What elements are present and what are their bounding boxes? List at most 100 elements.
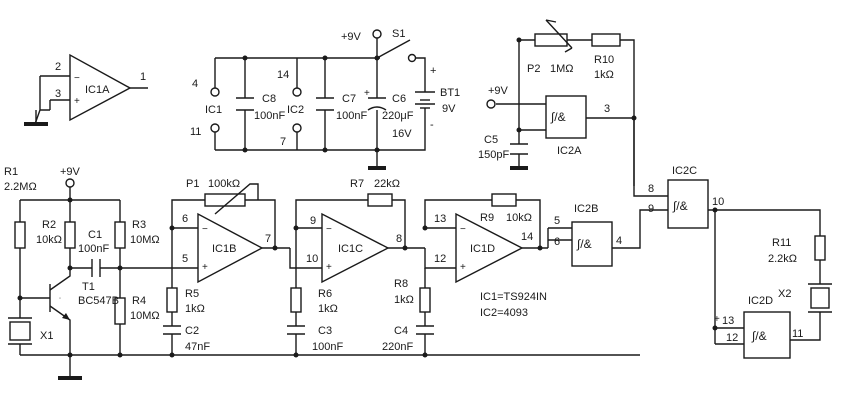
oscillator-ic2a: P2 1MΩ R10 1kΩ ∫/& IC2A +9V 3 C5 150pF <box>478 19 637 186</box>
ic2b-symbol: ∫/& <box>576 237 592 251</box>
ic1c-pin-noninv: 10 <box>306 253 318 265</box>
amplifier-stage-ic1d: − + IC1D 13 12 14 R9 10kΩ R8 1kΩ C4 220n… <box>382 193 548 358</box>
ic1d-pin-inv: 13 <box>434 213 446 225</box>
output-stage: R11 2.2kΩ X2 ∫/& IC2D 13 12 11 + <box>712 210 832 359</box>
ic2c-pin-out: 10 <box>712 196 724 208</box>
ic1c-label: IC1C <box>338 243 363 255</box>
c5-label: C5 <box>484 134 498 146</box>
amplifier-stage-ic1c: − + IC1C 9 10 8 R7 22kΩ R6 1kΩ C3 100nF <box>287 178 425 358</box>
p2-value: 1MΩ <box>550 63 574 75</box>
x2-label: X2 <box>778 288 791 300</box>
r11-label: R11 <box>772 237 791 249</box>
ic2a-label: IC2A <box>557 145 582 157</box>
ic2d-label: IC2D <box>748 295 773 307</box>
x1-label: X1 <box>40 330 53 342</box>
ic1a-pin-out: 1 <box>140 71 146 83</box>
r5-label: R5 <box>185 288 199 300</box>
r8-value: 1kΩ <box>394 294 414 306</box>
supply-label-top: +9V <box>341 31 362 43</box>
ic1d-pin-out: 14 <box>521 231 533 243</box>
svg-text:−: − <box>326 224 332 235</box>
r7-label: R7 <box>350 178 364 190</box>
ic1c-pin-out: 8 <box>396 233 402 245</box>
c1-value: 100nF <box>78 243 109 255</box>
ic1a-pin-noninv: 3 <box>55 88 61 100</box>
r3-value: 10MΩ <box>130 234 160 246</box>
c3-value: 100nF <box>312 341 343 353</box>
ic1b-pin-inv: 6 <box>182 213 188 225</box>
ic2c-pin-a: 8 <box>648 183 654 195</box>
p1-value: 100kΩ <box>208 178 240 190</box>
t1-value: BC547B <box>78 295 119 307</box>
ic2b-pin-a: 5 <box>554 215 560 227</box>
supply-label-ic2a: +9V <box>488 85 509 97</box>
ic1d-label: IC1D <box>470 243 495 255</box>
ic2c-symbol: ∫/& <box>672 199 688 213</box>
r9-value: 10kΩ <box>506 212 532 224</box>
ic1a-pin-inv: 2 <box>55 61 61 73</box>
amplifier-stage-ic1b: − + IC1B 6 5 7 P1 100kΩ R5 1kΩ C2 47nF <box>163 178 290 358</box>
c6-label: C6 <box>392 93 406 105</box>
ic1b-pin-out: 7 <box>265 233 271 245</box>
ic1a-label: IC1A <box>85 84 110 96</box>
c6-value: 220μF <box>382 110 414 122</box>
power-supply-block: IC1 4 11 C8 100nF IC2 14 7 C7 100nF + C6… <box>190 28 460 170</box>
bt1-plus: + <box>430 65 436 77</box>
ic2-power-label: IC2 <box>287 104 304 116</box>
c3-label: C3 <box>318 325 332 337</box>
p2-label: P2 <box>527 63 540 75</box>
p1-label: P1 <box>186 178 199 190</box>
r4-value: 10MΩ <box>130 310 160 322</box>
c5-value: 150pF <box>478 149 509 161</box>
bt1-minus: - <box>430 119 434 131</box>
ic1b-pin-noninv: 5 <box>182 253 188 265</box>
svg-text:−: − <box>460 224 466 235</box>
r1-value: 2.2MΩ <box>4 181 37 193</box>
supply-label-input: +9V <box>60 166 81 178</box>
ic1d-pin-noninv: 12 <box>434 253 446 265</box>
ic2b-pin-b: 6 <box>554 236 560 248</box>
svg-text:+: + <box>202 262 208 273</box>
c8-label: C8 <box>262 93 276 105</box>
bt1-label: BT1 <box>440 87 460 99</box>
bt1-value: 9V <box>442 103 456 115</box>
r11-value: 2.2kΩ <box>768 253 797 265</box>
ic2d-pin-out: 11 <box>792 328 803 340</box>
ic2c-label: IC2C <box>672 165 697 177</box>
opamp-ic1a: − + IC1A 2 3 1 <box>24 53 148 126</box>
ic2-pin-14: 14 <box>277 69 289 81</box>
r2-value: 10kΩ <box>36 234 62 246</box>
ic2-pin-7: 7 <box>280 136 286 148</box>
ic2b-pin-out: 4 <box>616 235 622 247</box>
ic1-pin-11: 11 <box>190 126 201 138</box>
r4-label: R4 <box>132 295 146 307</box>
c7-value: 100nF <box>336 110 367 122</box>
c4-value: 220nF <box>382 341 413 353</box>
ic2-type-note: IC2=4093 <box>480 307 528 319</box>
t1-label: T1 <box>82 281 95 293</box>
ic1b-label: IC1B <box>212 243 236 255</box>
c7-label: C7 <box>342 93 356 105</box>
r10-value: 1kΩ <box>594 69 614 81</box>
c8-value: 100nF <box>254 110 285 122</box>
ic1c-pin-inv: 9 <box>310 215 316 227</box>
ic2b-label: IC2B <box>574 203 598 215</box>
r2-label: R2 <box>42 219 56 231</box>
svg-text:+: + <box>714 314 720 325</box>
r7-value: 22kΩ <box>374 178 400 190</box>
r6-value: 1kΩ <box>318 303 338 315</box>
c2-value: 47nF <box>185 341 210 353</box>
ic2d-symbol: ∫/& <box>751 329 767 343</box>
svg-text:+: + <box>74 96 80 107</box>
ic2c-pin-b: 9 <box>648 203 654 215</box>
c1-label: C1 <box>88 229 102 241</box>
c4-label: C4 <box>394 325 408 337</box>
s1-label: S1 <box>392 28 405 40</box>
ic2d-pin-a: 13 <box>722 315 734 327</box>
r1-label: R1 <box>4 166 18 178</box>
svg-text:−: − <box>74 73 80 84</box>
svg-text:+: + <box>364 88 370 99</box>
gate-ic2c: ∫/& IC2C 8 9 10 <box>633 165 821 229</box>
ic1-pin-4: 4 <box>192 78 198 90</box>
